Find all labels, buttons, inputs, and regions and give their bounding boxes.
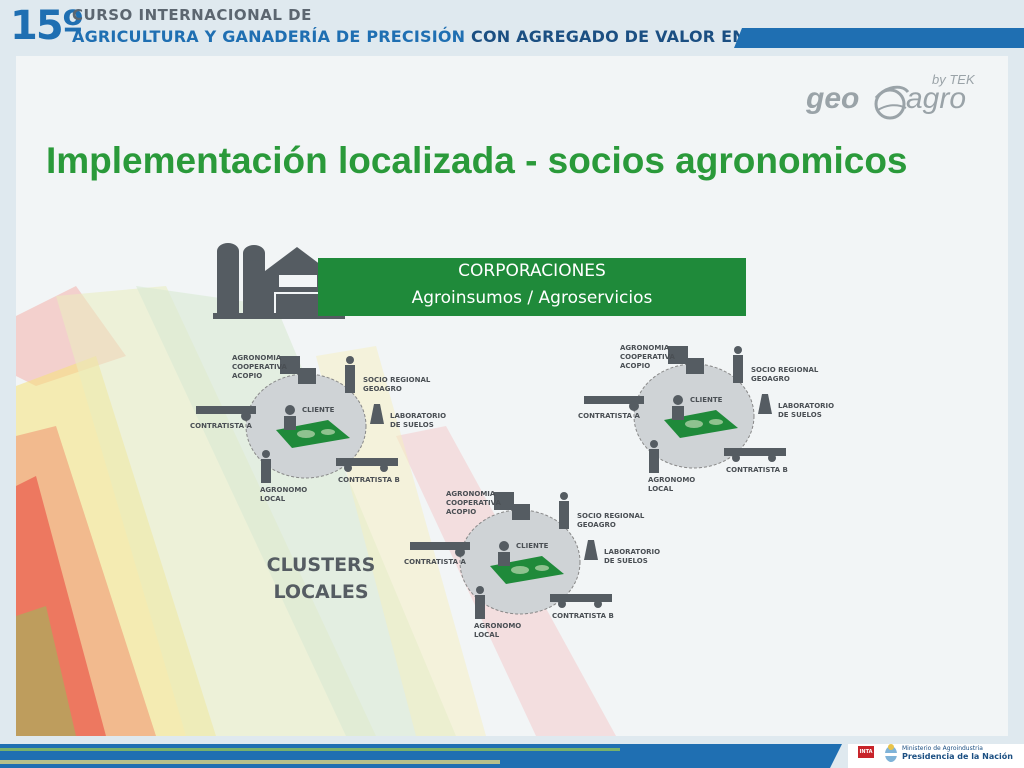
clusters-locales-line2: LOCALES bbox=[273, 581, 369, 603]
course-title-line1: CURSO INTERNACIONAL DE bbox=[72, 6, 312, 24]
label-cliente: CLIENTE bbox=[690, 396, 723, 404]
clusters-locales-line1: CLUSTERS bbox=[266, 554, 376, 576]
logo-byline: by TEK bbox=[932, 72, 975, 87]
ministerio-text: Ministerio de Agroindustria bbox=[902, 745, 983, 752]
geoagro-logo: geo agro by TEK bbox=[806, 72, 986, 132]
course-title-part1: AGRICULTURA Y GANADERÍA DE PRECISIÓN bbox=[72, 27, 466, 46]
cluster-graphic bbox=[410, 492, 612, 619]
label-agronomia: AGRONOMIA COOPERATIVA ACOPIO bbox=[232, 354, 287, 380]
inta-logo: INTA bbox=[858, 746, 874, 758]
cluster-3: AGRONOMIA COOPERATIVA ACOPIO SOCIO REGIO… bbox=[402, 486, 662, 646]
label-laboratorio: LABORATORIO DE SUELOS bbox=[778, 402, 835, 419]
coat-of-arms-icon bbox=[885, 744, 897, 762]
label-agronomia: AGRONOMIA COOPERATIVA ACOPIO bbox=[446, 490, 501, 516]
label-agronomo: AGRONOMO LOCAL bbox=[648, 476, 696, 493]
label-contratista-a: CONTRATISTA A bbox=[190, 422, 252, 430]
cluster-2: AGRONOMIA COOPERATIVA ACOPIO SOCIO REGIO… bbox=[576, 340, 836, 500]
corporaciones-title: CORPORACIONES bbox=[458, 261, 606, 281]
label-contratista-b: CONTRATISTA B bbox=[726, 466, 788, 474]
label-laboratorio: LABORATORIO DE SUELOS bbox=[604, 548, 661, 565]
course-title-part2: CON AGREGADO DE VALOR EN ORIGEN bbox=[471, 27, 823, 46]
logo-agro: agro bbox=[906, 82, 967, 115]
course-title-line2: AGRICULTURA Y GANADERÍA DE PRECISIÓN CON… bbox=[72, 27, 822, 46]
label-agronomia: AGRONOMIA COOPERATIVA ACOPIO bbox=[620, 344, 675, 370]
content-panel bbox=[16, 56, 1008, 736]
clusters-locales-label: CLUSTERS LOCALES bbox=[262, 552, 380, 606]
silo-barn-icon bbox=[213, 243, 345, 319]
presidencia-text: Presidencia de la Nación bbox=[902, 752, 1013, 761]
label-contratista-a: CONTRATISTA A bbox=[404, 558, 466, 566]
label-socio: SOCIO REGIONAL GEOAGRO bbox=[363, 376, 431, 393]
label-socio: SOCIO REGIONAL GEOAGRO bbox=[577, 512, 645, 529]
label-agronomo: AGRONOMO LOCAL bbox=[474, 622, 522, 639]
label-socio: SOCIO REGIONAL GEOAGRO bbox=[751, 366, 819, 383]
course-number: 15º bbox=[10, 3, 84, 49]
globe-swirl-icon bbox=[874, 85, 910, 120]
label-contratista-b: CONTRATISTA B bbox=[338, 476, 400, 484]
cluster-graphic bbox=[584, 346, 786, 473]
footer-stripe bbox=[0, 744, 1024, 768]
label-cliente: CLIENTE bbox=[516, 542, 549, 550]
logo-geo: geo bbox=[806, 82, 860, 115]
slide-title: Implementación localizada - socios agron… bbox=[46, 140, 908, 181]
header-stripe bbox=[734, 28, 1024, 48]
label-contratista-b: CONTRATISTA B bbox=[552, 612, 614, 620]
cluster-1: AGRONOMIA COOPERATIVA ACOPIO SOCIO REGIO… bbox=[188, 350, 448, 510]
label-contratista-a: CONTRATISTA A bbox=[578, 412, 640, 420]
cluster-graphic bbox=[196, 356, 398, 483]
corporaciones-subtitle: Agroinsumos / Agroservicios bbox=[411, 288, 653, 308]
label-agronomo: AGRONOMO LOCAL bbox=[260, 486, 308, 503]
label-laboratorio: LABORATORIO DE SUELOS bbox=[390, 412, 447, 429]
corporaciones-banner: CORPORACIONES Agroinsumos / Agroservicio… bbox=[318, 258, 746, 316]
label-cliente: CLIENTE bbox=[302, 406, 335, 414]
